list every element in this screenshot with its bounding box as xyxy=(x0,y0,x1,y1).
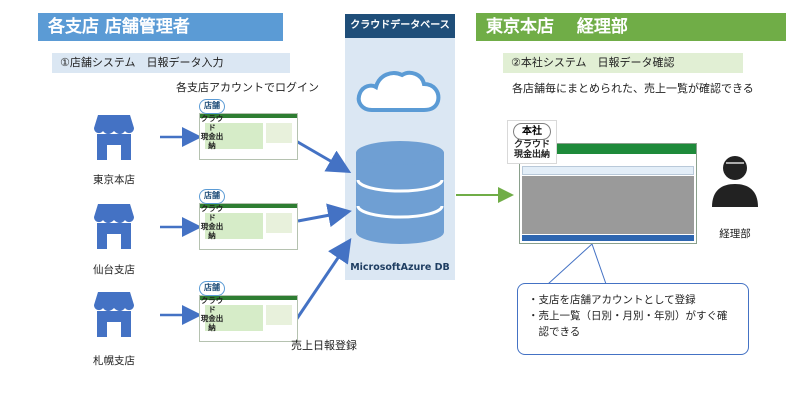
person-label: 経理部 xyxy=(719,228,751,240)
hq-badge: 本社 xyxy=(513,123,551,140)
left-section-header: 各支店 店舗管理者 xyxy=(38,13,283,41)
arrow-sendai-db xyxy=(297,203,352,228)
app-badge-tokyo: 店舗 xyxy=(199,99,225,114)
arrow-tokyo-db xyxy=(295,139,352,174)
shop-label-sendai: 仙台支店 xyxy=(93,264,135,276)
submit-label: 売上日報登録 xyxy=(291,339,357,352)
app-caption-sapporo: クラウド 現金出納 xyxy=(199,296,225,332)
app-caption-line1: クラウド xyxy=(200,114,224,132)
hq-app-caption-line1: クラウド xyxy=(513,140,550,150)
shop-icon-sendai xyxy=(94,204,134,249)
cloud-db-title: クラウドデータベース xyxy=(345,14,455,38)
app-caption-line1: クラウド xyxy=(200,204,224,222)
app-badge-sapporo: 店舗 xyxy=(199,281,225,296)
app-caption-line1: クラウド xyxy=(200,296,224,314)
app-caption-tokyo: クラウド 現金出納 xyxy=(199,114,225,150)
database-icon xyxy=(356,141,444,244)
arrow-sapporo-db xyxy=(294,238,352,321)
app-screenshot-tokyo xyxy=(199,113,298,160)
hq-app-caption-line2: 現金出納 xyxy=(513,150,550,160)
hq-app-logo: 本社 クラウド 現金出納 xyxy=(507,120,557,164)
login-note: 各支店アカウントでログイン xyxy=(176,81,319,94)
shop-icon-tokyo xyxy=(94,115,134,160)
app-screenshot-sendai xyxy=(199,203,298,250)
shop-label-sapporo: 札幌支店 xyxy=(93,355,135,367)
callout-line: 認できる xyxy=(528,326,581,338)
right-section-header: 東京本店 経理部 xyxy=(476,13,786,41)
hq-note: 各店舗毎にまとめられた、売上一覧が確認できる xyxy=(512,82,754,95)
db-label: MicrosoftAzure DB xyxy=(350,262,450,273)
right-step-label: ②本社システム 日報データ確認 xyxy=(503,53,743,73)
app-caption-sendai: クラウド 現金出納 xyxy=(199,204,225,240)
app-screenshot-sapporo xyxy=(199,295,298,342)
cloud-icon xyxy=(356,70,441,112)
callout-line: ・支店を店舗アカウントとして登録 xyxy=(528,294,696,306)
left-step-label: ①店舗システム 日報データ入力 xyxy=(52,53,290,73)
shop-label-tokyo: 東京本店 xyxy=(93,174,135,186)
shop-icon-sapporo xyxy=(94,292,134,337)
callout-line: ・売上一覧（日別・月別・年別）がすぐ確 xyxy=(528,310,728,322)
callout-pointer xyxy=(547,243,607,285)
feature-callout: ・支店を店舗アカウントとして登録 ・売上一覧（日別・月別・年別）がすぐ確 認でき… xyxy=(517,283,749,355)
app-badge-sendai: 店舗 xyxy=(199,189,225,204)
person-icon xyxy=(712,156,758,207)
app-caption-line2: 現金出納 xyxy=(200,132,224,150)
app-caption-line2: 現金出納 xyxy=(200,222,224,240)
hq-app-caption: クラウド 現金出納 xyxy=(508,140,556,160)
app-caption-line2: 現金出納 xyxy=(200,314,224,332)
